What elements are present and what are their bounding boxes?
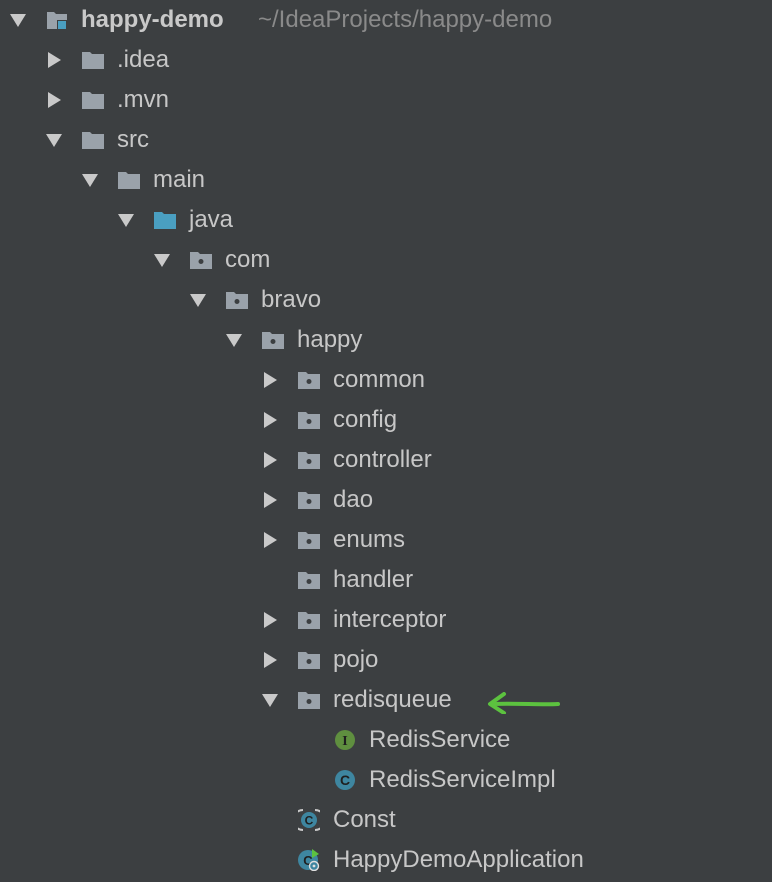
tree-item-label: .idea (117, 46, 170, 73)
expand-closed-icon[interactable] (260, 610, 280, 630)
module-icon (46, 9, 68, 31)
tree-item-redisqueue[interactable]: redisqueue (0, 680, 772, 720)
package-icon (262, 329, 284, 351)
tree-item-label: happy-demo (81, 6, 224, 33)
tree-item-label: pojo (333, 646, 379, 673)
expand-closed-icon[interactable] (44, 90, 64, 110)
svg-text:C: C (303, 853, 313, 868)
package-icon (298, 449, 320, 471)
expand-closed-icon[interactable] (260, 530, 280, 550)
tree-item-label: Const (333, 806, 396, 833)
tree-item-idea[interactable]: .idea (0, 40, 772, 80)
tree-item-common[interactable]: common (0, 360, 772, 400)
expand-open-icon[interactable] (152, 250, 172, 270)
folder-icon (82, 49, 104, 71)
expand-open-icon[interactable] (8, 10, 28, 30)
tree-item-redisservice[interactable]: I RedisService (0, 720, 772, 760)
tree-item-label: redisqueue (333, 686, 452, 713)
tree-item-label: controller (333, 446, 432, 473)
expand-open-icon[interactable] (188, 290, 208, 310)
tree-item-pojo[interactable]: pojo (0, 640, 772, 680)
tree-item-const[interactable]: C Const (0, 800, 772, 840)
svg-text:C: C (305, 814, 314, 828)
package-icon (190, 249, 212, 271)
tree-item-main[interactable]: main (0, 160, 772, 200)
package-icon (298, 609, 320, 631)
tree-item-handler[interactable]: handler (0, 560, 772, 600)
folder-icon (82, 89, 104, 111)
expand-open-icon[interactable] (224, 330, 244, 350)
project-root[interactable]: happy-demo ~/IdeaProjects/happy-demo (0, 0, 772, 40)
tree-item-happydemoapplication[interactable]: C HappyDemoApplication (0, 840, 772, 880)
expand-closed-icon[interactable] (260, 450, 280, 470)
project-path: ~/IdeaProjects/happy-demo (258, 6, 553, 33)
source-folder-icon (154, 209, 176, 231)
tree-item-label: bravo (261, 286, 322, 313)
expand-closed-icon[interactable] (260, 490, 280, 510)
tree-item-label: .mvn (117, 86, 170, 113)
tree-item-redisserviceimpl[interactable]: C RedisServiceImpl (0, 760, 772, 800)
class-icon: C (334, 769, 356, 791)
tree-item-label: config (333, 406, 398, 433)
svg-text:I: I (342, 734, 347, 749)
tree-item-java[interactable]: java (0, 200, 772, 240)
expand-open-icon[interactable] (80, 170, 100, 190)
tree-item-bravo[interactable]: bravo (0, 280, 772, 320)
tree-item-label: java (189, 206, 234, 233)
tree-item-label: common (333, 366, 426, 393)
tree-item-label: interceptor (333, 606, 447, 633)
expand-open-icon[interactable] (260, 690, 280, 710)
package-icon (298, 689, 320, 711)
tree-item-label: HappyDemoApplication (333, 846, 584, 873)
package-icon (298, 529, 320, 551)
tree-item-happy[interactable]: happy (0, 320, 772, 360)
final-class-icon: C (298, 809, 320, 831)
package-icon (298, 369, 320, 391)
tree-item-label: main (153, 166, 206, 193)
tree-item-label: RedisServiceImpl (369, 766, 556, 793)
package-icon (226, 289, 248, 311)
arrow-left-icon (488, 692, 560, 714)
expand-closed-icon[interactable] (260, 410, 280, 430)
tree-item-enums[interactable]: enums (0, 520, 772, 560)
tree-item-label: dao (333, 486, 374, 513)
spring-boot-class-icon: C (298, 849, 320, 871)
package-icon (298, 649, 320, 671)
expand-closed-icon[interactable] (44, 50, 64, 70)
folder-icon (118, 169, 140, 191)
expand-open-icon[interactable] (44, 130, 64, 150)
svg-text:C: C (340, 772, 350, 788)
interface-icon: I (334, 729, 356, 751)
expand-closed-icon[interactable] (260, 370, 280, 390)
tree-item-label: src (117, 126, 149, 153)
tree-item-interceptor[interactable]: interceptor (0, 600, 772, 640)
tree-item-mvn[interactable]: .mvn (0, 80, 772, 120)
tree-item-label: enums (333, 526, 406, 553)
tree-item-src[interactable]: src (0, 120, 772, 160)
folder-icon (82, 129, 104, 151)
expand-closed-icon[interactable] (260, 650, 280, 670)
tree-item-config[interactable]: config (0, 400, 772, 440)
tree-item-label: com (225, 246, 271, 273)
tree-item-label: handler (333, 566, 414, 593)
package-icon (298, 489, 320, 511)
tree-item-com[interactable]: com (0, 240, 772, 280)
tree-item-label: happy (297, 326, 363, 353)
tree-item-label: RedisService (369, 726, 511, 753)
package-icon (298, 569, 320, 591)
tree-item-dao[interactable]: dao (0, 480, 772, 520)
package-icon (298, 409, 320, 431)
expand-open-icon[interactable] (116, 210, 136, 230)
tree-item-controller[interactable]: controller (0, 440, 772, 480)
